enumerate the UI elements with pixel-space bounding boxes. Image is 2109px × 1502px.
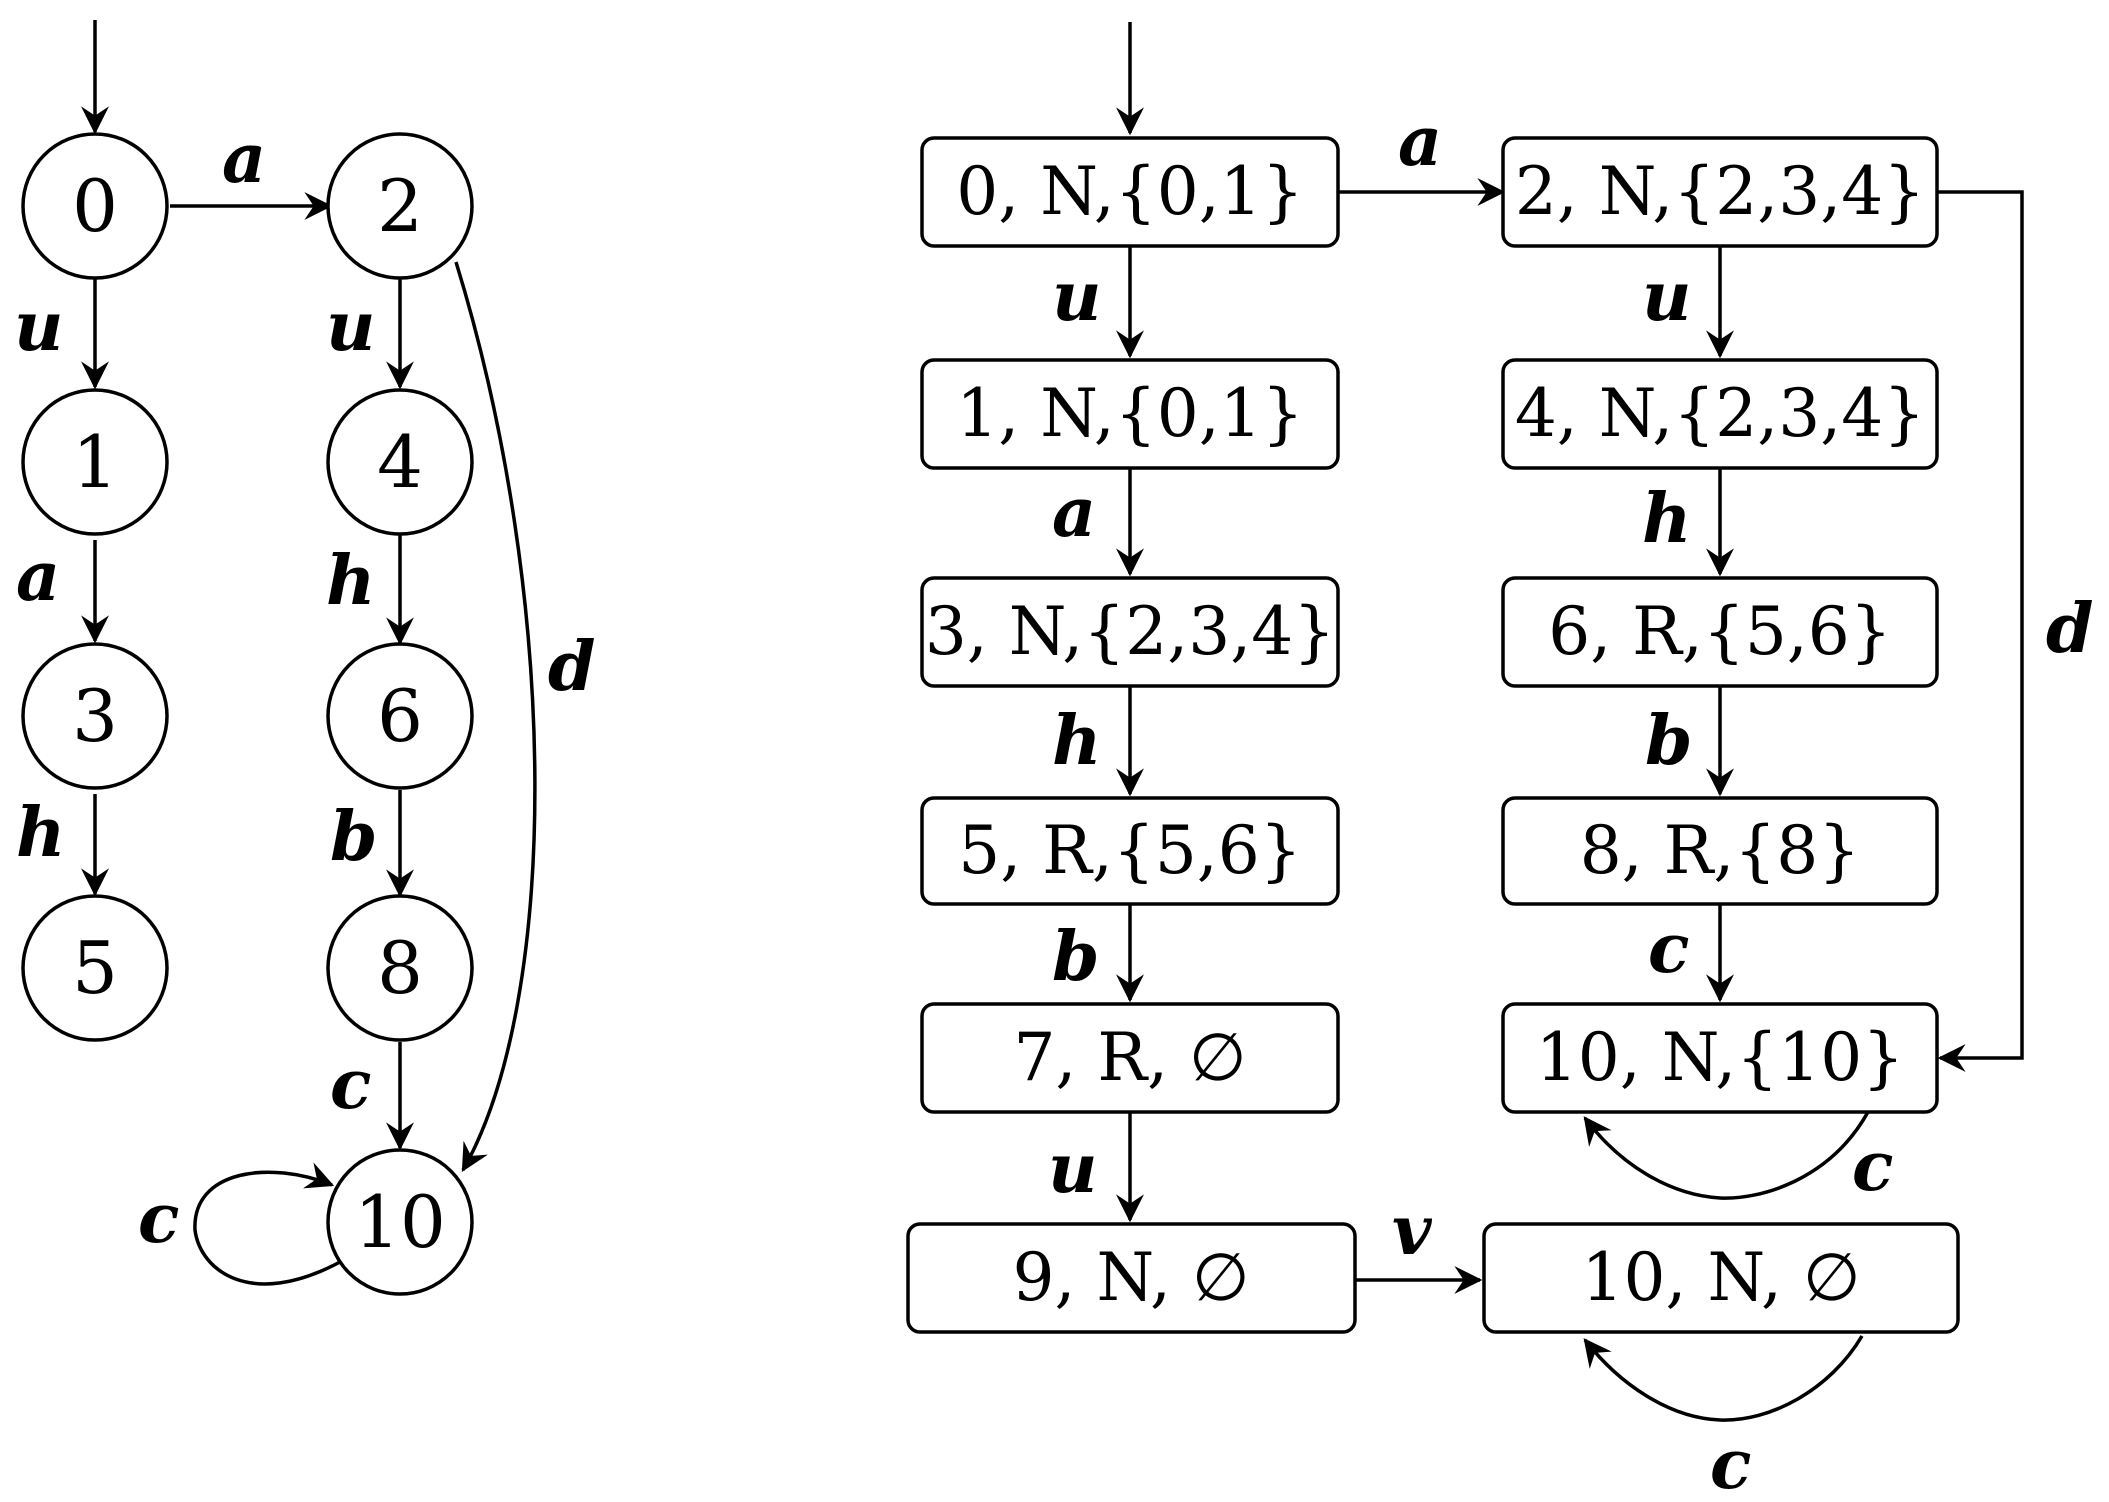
state-6-label: 6 bbox=[377, 674, 423, 758]
rstate-9-label: 9, N, ∅ bbox=[1013, 1239, 1250, 1316]
label-6-8: b bbox=[330, 797, 378, 877]
rstate-10a-label: 10, N,{10} bbox=[1536, 1019, 1904, 1096]
label-0-2: a bbox=[222, 119, 266, 199]
rlabel-10a-loop: c bbox=[1852, 1127, 1893, 1207]
state-5-label: 5 bbox=[72, 926, 118, 1010]
right-automaton: a u a h b u v u h b c d c c 0, N,{0,1} 1… bbox=[906, 22, 2094, 1502]
state-3: 3 bbox=[21, 642, 169, 790]
label-4-6: h bbox=[326, 541, 375, 621]
edge-10-10-loop bbox=[193, 1162, 341, 1286]
label-2-10: d bbox=[548, 627, 596, 707]
rstate-6: 6, R,{5,6} bbox=[1501, 576, 1939, 688]
label-0-1: u bbox=[14, 287, 63, 367]
rstate-10b: 10, N, ∅ bbox=[1482, 1222, 1960, 1334]
state-3-label: 3 bbox=[72, 674, 118, 758]
rstate-8: 8, R,{8} bbox=[1501, 796, 1939, 906]
rstate-2-label: 2, N,{2,3,4} bbox=[1515, 153, 1925, 230]
rstate-8-label: 8, R,{8} bbox=[1580, 812, 1861, 889]
rstate-7: 7, R, ∅ bbox=[920, 1002, 1340, 1114]
state-0: 0 bbox=[21, 132, 169, 280]
rstate-4: 4, N,{2,3,4} bbox=[1501, 358, 1939, 470]
left-automaton: a u a h u h b c d c 0 1 3 5 2 bbox=[14, 20, 596, 1296]
rstate-1-label: 1, N,{0,1} bbox=[956, 375, 1303, 452]
rlabel-9-10b: v bbox=[1392, 1191, 1433, 1271]
redge-10a-loop bbox=[1583, 1111, 1870, 1200]
label-2-4: u bbox=[326, 287, 375, 367]
rstate-2: 2, N,{2,3,4} bbox=[1501, 136, 1939, 248]
redge-2-10a bbox=[1937, 190, 2024, 1072]
state-1: 1 bbox=[21, 388, 169, 536]
state-2-label: 2 bbox=[377, 164, 423, 248]
state-2: 2 bbox=[326, 132, 474, 280]
rstate-3: 3, N,{2,3,4} bbox=[920, 576, 1340, 688]
state-4: 4 bbox=[326, 388, 474, 536]
rlabel-2-10a: d bbox=[2046, 589, 2094, 669]
state-6: 6 bbox=[326, 642, 474, 790]
rstate-0-label: 0, N,{0,1} bbox=[956, 153, 1303, 230]
rstate-4-label: 4, N,{2,3,4} bbox=[1515, 375, 1925, 452]
rstate-5: 5, R,{5,6} bbox=[920, 796, 1340, 906]
state-10-label: 10 bbox=[354, 1180, 446, 1264]
rstate-9: 9, N, ∅ bbox=[906, 1222, 1357, 1334]
rstate-6-label: 6, R,{5,6} bbox=[1548, 593, 1892, 670]
state-0-label: 0 bbox=[72, 164, 118, 248]
rstate-0: 0, N,{0,1} bbox=[920, 136, 1340, 248]
redge-10b-loop bbox=[1583, 1335, 1864, 1422]
rlabel-5-7: b bbox=[1052, 917, 1100, 997]
rstate-5-label: 5, R,{5,6} bbox=[958, 812, 1302, 889]
rlabel-7-9: u bbox=[1048, 1129, 1097, 1209]
label-1-3: a bbox=[16, 537, 60, 617]
label-8-10: c bbox=[330, 1045, 371, 1125]
label-10-10: c bbox=[138, 1179, 179, 1259]
rstate-10a: 10, N,{10} bbox=[1501, 1002, 1939, 1114]
rlabel-6-8: b bbox=[1645, 701, 1693, 781]
state-10: 10 bbox=[326, 1148, 474, 1296]
rlabel-8-10a: c bbox=[1648, 909, 1689, 989]
state-8: 8 bbox=[326, 894, 474, 1042]
rlabel-3-5: h bbox=[1052, 701, 1101, 781]
rlabel-0-2: a bbox=[1398, 102, 1442, 182]
state-1-label: 1 bbox=[72, 420, 118, 504]
state-5: 5 bbox=[21, 894, 169, 1042]
rstate-7-label: 7, R, ∅ bbox=[1013, 1019, 1246, 1096]
rlabel-2-4: u bbox=[1642, 257, 1691, 337]
rstate-10b-label: 10, N, ∅ bbox=[1582, 1239, 1861, 1316]
edge-2-10 bbox=[454, 261, 537, 1173]
rstate-1: 1, N,{0,1} bbox=[920, 358, 1340, 470]
rlabel-1-3: a bbox=[1052, 473, 1096, 553]
rstate-3-label: 3, N,{2,3,4} bbox=[925, 593, 1335, 670]
label-3-5: h bbox=[16, 793, 65, 873]
state-8-label: 8 bbox=[377, 926, 423, 1010]
state-4-label: 4 bbox=[377, 420, 423, 504]
rlabel-0-1: u bbox=[1052, 257, 1101, 337]
rlabel-4-6: h bbox=[1642, 479, 1691, 559]
rlabel-10b-loop: c bbox=[1710, 1425, 1751, 1502]
